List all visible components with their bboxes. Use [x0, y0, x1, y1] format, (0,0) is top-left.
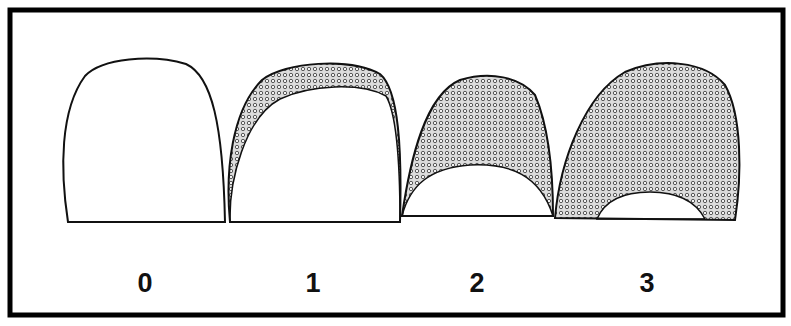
score-number: 0	[137, 270, 152, 297]
score-number: 3	[639, 270, 654, 297]
tooth-crown	[555, 63, 739, 220]
score-number: 2	[469, 270, 484, 297]
score-number: 1	[305, 270, 320, 297]
frame-border	[10, 10, 783, 315]
tooth-crown	[402, 76, 553, 216]
tooth-crown	[229, 64, 401, 222]
tooth-crown	[63, 59, 225, 222]
